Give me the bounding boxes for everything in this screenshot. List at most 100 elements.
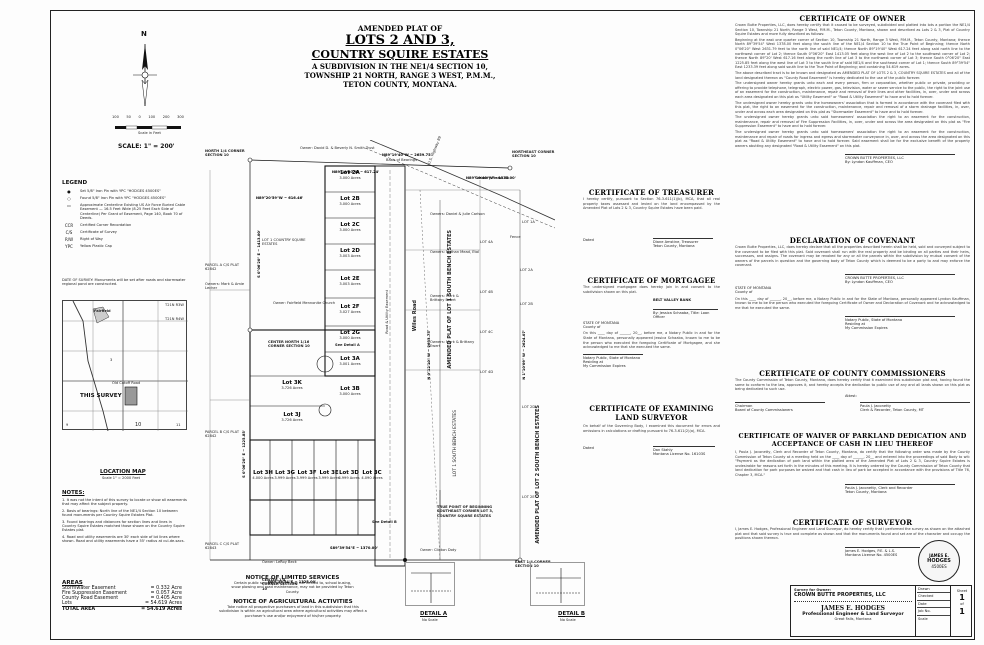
title-block-field: Checked [917,593,950,601]
title-line-3: COUNTRY SQUIRE ESTATES [311,48,489,61]
title-line-4: A SUBDIVISION IN THE NE1/4 SECTION 10, [312,62,488,71]
detail-a-title: DETAIL A [420,611,448,617]
notice-agricultural: NOTICE OF AGRICULTURAL ACTIVITIES Take n… [219,599,367,618]
left-mid-bearing: N89°20'59"W ~ 616.46' [256,196,304,200]
notes: NOTES: 1. It was not the intent of this … [62,490,187,544]
top-bearing-2: N89°19'40"W ~ 1325.00' [466,176,516,180]
notes-title: NOTES: [62,490,85,496]
scale-tick: 0 [138,115,141,119]
areas-table: AREAS Stormwater Easement= 0.332 Acre Fi… [62,580,182,612]
surveyor-signature: James E. Hodges, P.E. & L.S.Montana Lice… [845,546,920,557]
location-map-title: LOCATION MAP [100,469,146,475]
found-pin-icon: ○ [67,196,71,201]
title-line-2: LOTS 2 AND 3, [345,33,455,48]
scale-tick: 300 [177,115,184,119]
see-detail-label: See Detail B [372,520,397,524]
owner-label: Owner: Clinton Doty [420,548,457,552]
areas-row: Lots= 54.619 Acres [62,601,182,607]
tpob-label: TRUE POINT OF BEGINNING SOUTHEAST CORNER… [437,505,494,518]
owner-label: Owner: LeRoy Beck [262,560,297,564]
sheet-of: of [960,602,964,607]
scale-bar [113,118,183,130]
corner-label: CENTER 1/4 CORNER SECTION 10 [262,578,298,591]
scale-tick: 100 [148,115,156,119]
scale-text: SCALE: 1" = 200' [118,143,175,150]
bottom-bearing-2: N89°39'54"E ~ 1325.00' [268,580,317,584]
east-bearing-2: N 1°10'09" W ~ 2624.07' [522,330,526,380]
legend-item: ○Found 5/8" Iron Pin with YPC "HODGES 45… [62,196,187,201]
sheet-number: 1 [959,593,965,603]
side-label: LOT 2B [520,302,533,306]
set-pin-icon: ● [67,189,71,194]
title-block-field: Drawn [917,586,950,594]
side-label: LOT 4B [480,290,493,294]
vertical-label: AMENDED PLAT OF LOT 2 SOUTH BENCH ESTATE… [535,405,541,544]
side-label: LOT 2A [520,268,533,272]
surveyor-profession: Professional Engineer & Land Surveyor [802,612,904,618]
areas-row: Fire Suppression Easement= 0.057 Acre [62,591,182,596]
covenant-title: DECLARATION OF COVENANT [789,236,916,245]
title-block-field: Scale [918,616,928,621]
scale-tick: 100 [112,115,119,119]
survey-for-owner: CROWN BUTTE PROPERTIES, LLC [794,592,886,599]
side-label: PARCEL C C/S PLAT 62843 [205,542,240,551]
see-detail-label: See Detail A [335,343,360,347]
road-label: Road & Utility Easement [385,290,389,334]
detail-a-box [405,562,455,606]
parkland-title: CERTIFICATE OF WAIVER OF PARKLAND DEDICA… [738,432,967,448]
location-map-subtitle: Scale 1" = 2000 Feet [102,476,141,480]
title-line-5: TOWNSHIP 21 NORTH, RANGE 3 WEST, P.M.M., [304,71,496,80]
title-block-field: Job No. [917,608,950,616]
legend-item: ●Set 5/8" Iron Pin with YPC "HODGES 4500… [62,189,187,194]
detail-b-scale: No Scale [560,618,576,622]
map-label-section: 10 [135,422,142,428]
bottom-bearing: S89°39'54"E ~ 1370.00' [330,546,378,550]
map-label-section: 9 [66,423,69,427]
title-line-1: AMENDED PLAT OF [357,24,443,33]
title-block: Survey for Owner: CROWN BUTTE PROPERTIES… [790,585,972,637]
owner-label: Owners: Nathan Mead, Etal [430,250,480,254]
side-label: LOT 2D [522,405,536,409]
survey-for-label: Survey for Owner: [794,588,831,592]
detail-b-box [530,562,585,606]
corner-label: NORTH 1/4 CORNER SECTION 10 [205,149,245,158]
corner-label: CENTER NORTH 1/16 CORNER SECTION 10 [268,340,310,349]
scale-tick: 50 [126,115,131,119]
corner-label: NORTHEAST CORNER SECTION 10 [512,150,555,159]
owner-label: Owners: Mark & Brittany Ewert [430,294,459,303]
north-arrow-icon [125,40,165,110]
detail-b-title: DETAIL B [558,611,586,617]
notice-limited: NOTICE OF LIMITED SERVICES Certain publi… [231,575,354,594]
top-bearing: N89°19'40"W ~ 617.24' [332,170,380,174]
side-label: LOT 4A [480,240,493,244]
surveyor-name: JAMES E. HODGES [820,605,885,613]
side-label: LOT 2E [522,495,535,499]
surveyor-title: CERTIFICATE OF SURVEYOR [792,518,913,527]
owner-label: Owners: Mark & Amie Lecher [205,282,245,291]
plat-drawing [190,139,556,600]
note-item: 1. It was not the intent of this survey … [62,498,187,507]
scale-bar-label: Scale in Feet [138,131,161,135]
scale-tick: 200 [162,115,170,119]
